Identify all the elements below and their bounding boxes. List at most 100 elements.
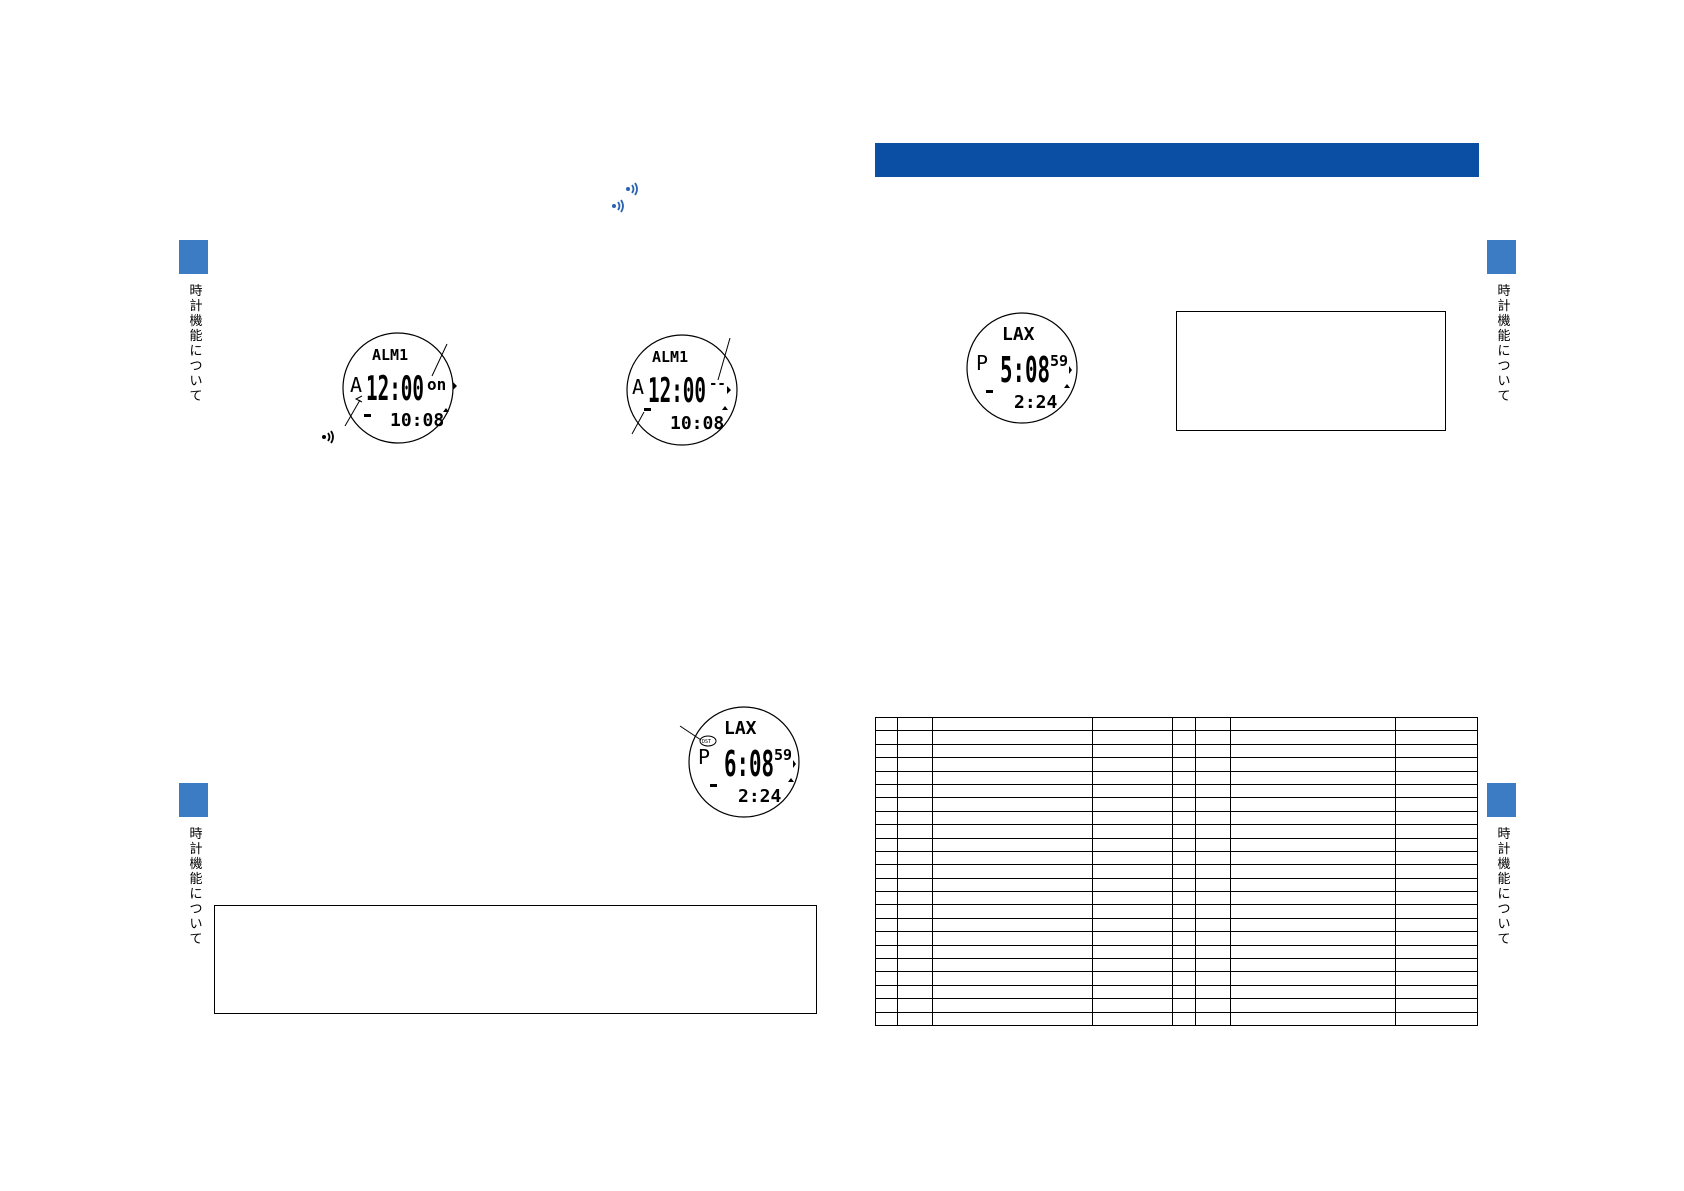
section-banner [875,143,1479,177]
table-cell [1172,810,1196,826]
table-cell [1195,837,1231,852]
table-cell [875,716,898,732]
table-cell [1395,837,1478,852]
table-cell [1172,984,1196,1000]
table-cell [1195,944,1231,960]
table-cell [932,1011,1093,1027]
table-cell [1395,1011,1478,1027]
table-row [875,958,1478,973]
table-cell [1230,770,1396,785]
watch-display-alarm-on: ALM1 A 12:00 on 10:08 [342,332,457,444]
table-cell [1230,891,1396,906]
table-cell [1195,850,1231,866]
table-cell [1195,770,1231,785]
table-row [875,877,1478,893]
table-cell [932,783,1093,799]
table-cell [875,984,898,1000]
table-row [875,730,1478,745]
table-cell [1395,877,1478,893]
table-cell [1092,783,1173,799]
table-cell [1172,877,1196,893]
table-cell [1395,783,1478,799]
table-cell [1195,891,1231,906]
table-cell [1195,958,1231,973]
table-cell [932,904,1093,919]
table-cell [1230,984,1396,1000]
table-cell [1195,971,1231,986]
info-box [1176,311,1446,431]
table-cell [1172,971,1196,986]
watch-seconds: 59 [774,746,792,764]
table-row [875,931,1478,946]
table-cell [897,971,933,986]
table-cell [875,837,898,852]
table-cell [1230,730,1396,745]
table-cell [1230,850,1396,866]
table-cell [1172,770,1196,785]
table-cell [1230,743,1396,759]
table-cell [932,944,1093,960]
table-cell [1395,958,1478,973]
table-cell [897,770,933,785]
table-row [875,783,1478,799]
table-cell [932,824,1093,839]
table-cell [932,743,1093,759]
table-cell [1092,1011,1173,1027]
section-tab-label: 時計機能について [189,827,203,947]
table-cell [1172,1011,1196,1027]
table-cell [1172,917,1196,933]
table-cell [897,743,933,759]
table-cell [1195,931,1231,946]
table-cell [932,757,1093,772]
table-cell [932,716,1093,732]
table-cell [1395,891,1478,906]
table-cell [932,850,1093,866]
table-cell [1230,864,1396,879]
watch-main-time: 5:08 [1000,350,1050,391]
section-tab-marker [1487,783,1516,817]
watch-display-dst: LAX DST P 6:08 59 2:24 [679,706,800,818]
table-cell [875,1011,898,1027]
table-cell [1195,904,1231,919]
table-cell [1230,797,1396,812]
table-cell [1230,757,1396,772]
sound-icon [612,199,624,213]
table-cell [897,757,933,772]
table-cell [1230,917,1396,933]
table-cell [897,931,933,946]
city-table [875,716,1478,1027]
table-cell [875,770,898,785]
table-cell [1395,743,1478,759]
table-cell [1395,931,1478,946]
table-cell [932,877,1093,893]
section-tab-marker [179,783,208,817]
table-cell [1230,810,1396,826]
table-cell [1230,904,1396,919]
watch-sub-time: 10:08 [390,410,444,431]
table-cell [1092,810,1173,826]
table-cell [897,837,933,852]
table-cell [1395,971,1478,986]
table-cell [1172,757,1196,772]
table-row [875,891,1478,906]
section-tab-label: 時計機能について [1497,827,1511,947]
table-cell [897,958,933,973]
table-cell [1395,998,1478,1013]
table-cell [1092,958,1173,973]
watch-mode-letter: A [350,373,362,397]
table-cell [932,931,1093,946]
table-cell [1195,917,1231,933]
table-cell [1172,837,1196,852]
table-cell [875,810,898,826]
table-cell [875,730,898,745]
table-cell [1092,998,1173,1013]
table-cell [1395,850,1478,866]
table-cell [897,864,933,879]
watch-alarm-state: on [427,375,446,394]
table-cell [897,810,933,826]
table-cell [1172,891,1196,906]
watch-city-code: LAX [1002,324,1035,345]
table-cell [1230,716,1396,732]
watch-main-time: 6:08 [724,744,774,785]
table-cell [897,904,933,919]
